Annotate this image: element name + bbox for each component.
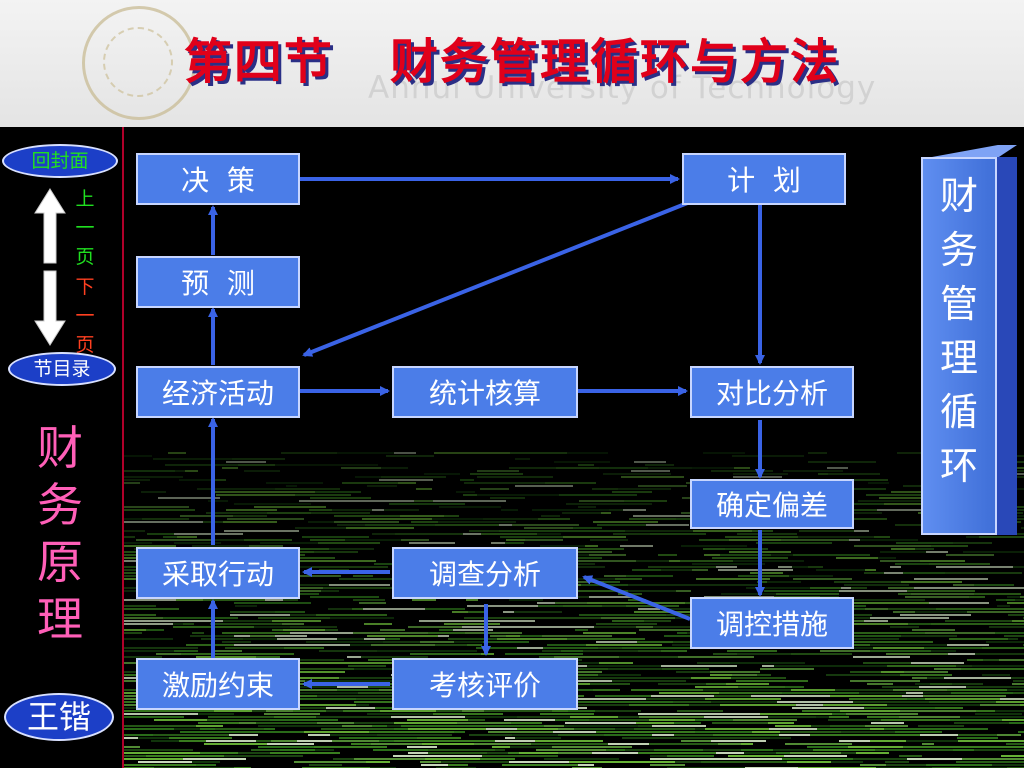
slide-header: Anhui University of Technology 第四节 财务管理循…	[0, 0, 1024, 127]
university-seal	[82, 6, 196, 120]
node-incentive-constraint: 激励约束	[136, 658, 300, 710]
node-statistical-accounting: 统计核算	[392, 366, 578, 418]
node-control-measures: 调控措施	[690, 597, 854, 649]
node-take-action: 采取行动	[136, 547, 300, 599]
slide-title: 第四节 财务管理循环与方法	[183, 34, 841, 90]
arrow-plan-to-economic-activity	[302, 200, 691, 357]
node-plan: 计 划	[682, 153, 846, 205]
background-stripes	[124, 452, 1024, 768]
university-watermark: Anhui University of Technology	[368, 70, 877, 106]
arrow-control-to-investigation	[582, 575, 691, 621]
prev-page-link[interactable]: 上一页	[75, 188, 95, 268]
node-investigation-analysis: 调查分析	[392, 547, 578, 599]
section-toc-button[interactable]: 节目录	[8, 352, 116, 386]
flow-arrows	[208, 174, 765, 689]
diagram-area: 决 策 计 划 预 测 经济活动 统计核算 对比分析 确定偏差 采取行动 调查分…	[124, 127, 1024, 768]
sidebar: 回封面 上一页 下一页 节目录 财务原理 王锴	[0, 127, 124, 768]
back-to-cover-button[interactable]: 回封面	[2, 144, 118, 178]
node-forecast: 预 测	[136, 256, 300, 308]
cycle-label-side-face	[997, 157, 1017, 535]
node-decision: 决 策	[136, 153, 300, 205]
course-title: 财务原理	[37, 421, 83, 646]
node-economic-activity: 经济活动	[136, 366, 300, 418]
node-determine-deviation: 确定偏差	[690, 479, 854, 529]
node-assessment-evaluation: 考核评价	[392, 658, 578, 710]
cycle-label: 财务管理循环	[921, 157, 997, 535]
author-button[interactable]: 王锴	[4, 693, 114, 741]
next-page-link[interactable]: 下一页	[75, 276, 95, 356]
down-arrow-icon[interactable]	[33, 269, 67, 347]
node-comparative-analysis: 对比分析	[690, 366, 854, 418]
up-arrow-icon[interactable]	[33, 187, 67, 265]
